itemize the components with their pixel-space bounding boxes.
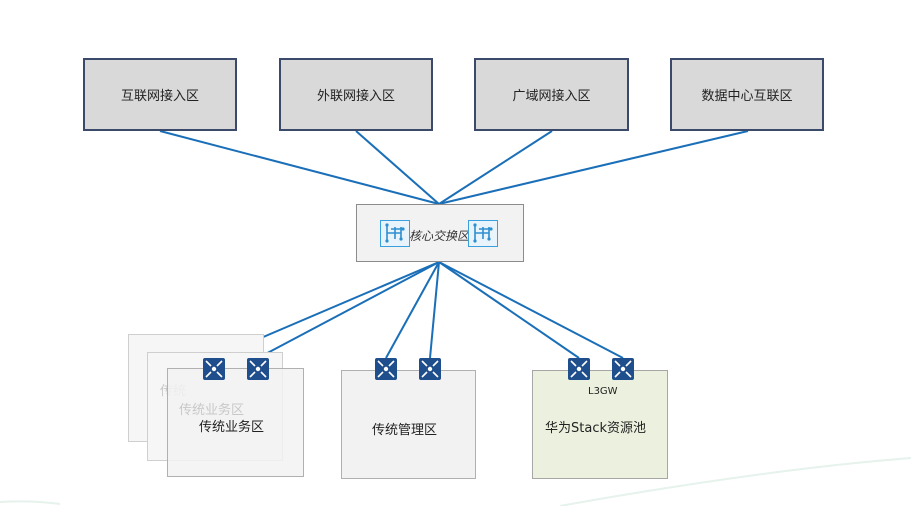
ghost-label: 传统业务区 (179, 403, 245, 418)
zone-huawei-stack-pool (532, 370, 668, 479)
switch-icon (568, 358, 590, 380)
gateway-label: L3GW (588, 386, 618, 397)
switch-icon (247, 358, 269, 380)
zone-label: 外联网接入区 (316, 89, 395, 104)
mgmt-label: 传统管理区 (372, 423, 438, 438)
link-core-mgmt-1 (385, 261, 440, 359)
zone-internet-access: 互联网接入区 (83, 58, 237, 131)
link-core-stack-2 (438, 261, 624, 359)
link-core-business-2 (257, 261, 440, 359)
link-dci-core (438, 130, 749, 205)
link-wan-core (438, 130, 553, 205)
stack-label: 华为Stack资源池 (545, 421, 646, 436)
zone-dci: 数据中心互联区 (670, 58, 824, 131)
zone-traditional-business (167, 368, 304, 477)
link-core-mgmt-2 (429, 261, 440, 359)
zone-label: 广域网接入区 (512, 89, 591, 104)
router-icon (380, 220, 410, 247)
zone-traditional-management (341, 370, 476, 479)
zone-label: 数据中心互联区 (701, 89, 793, 104)
switch-icon (375, 358, 397, 380)
zone-extranet-access: 外联网接入区 (279, 58, 433, 131)
zone-wan-access: 广域网接入区 (474, 58, 629, 131)
decorative-swoosh (559, 457, 911, 506)
link-internet-core (159, 130, 440, 205)
switch-icon (203, 358, 225, 380)
business-label: 传统业务区 (199, 420, 265, 435)
switch-icon (612, 358, 634, 380)
zone-label: 互联网接入区 (120, 89, 199, 104)
decorative-swoosh-2 (0, 500, 61, 505)
link-core-stack-1 (438, 261, 580, 359)
switch-icon (419, 358, 441, 380)
link-extranet-core (355, 130, 440, 205)
router-icon (468, 220, 498, 247)
core-label: 核心交换区 (409, 229, 470, 243)
